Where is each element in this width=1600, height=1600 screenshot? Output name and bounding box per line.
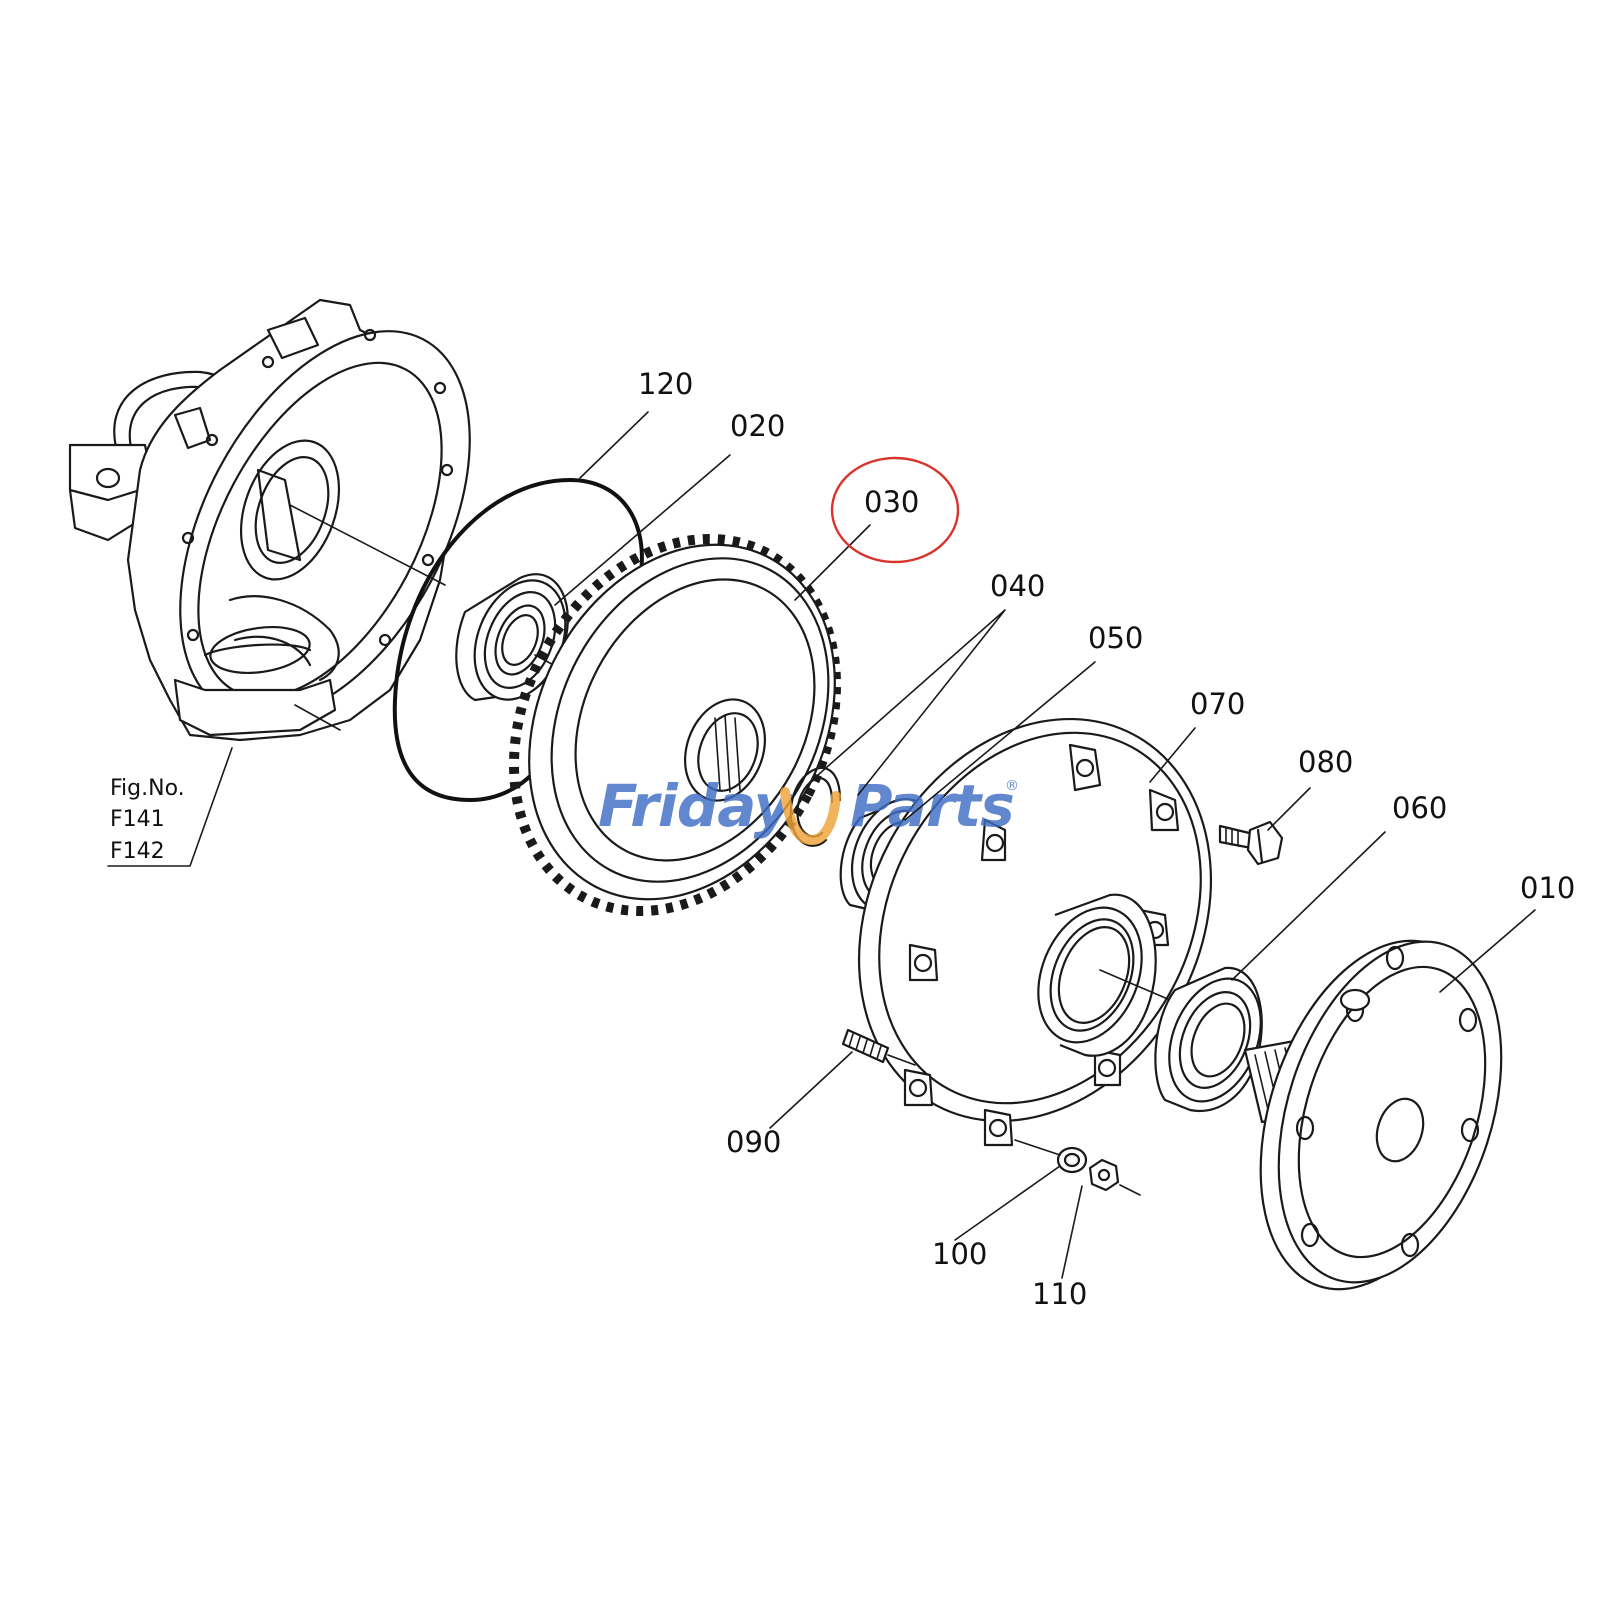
figure-ref-leader <box>107 747 233 867</box>
callout-100[interactable]: 100 <box>932 1237 987 1271</box>
leader-090 <box>769 1051 853 1129</box>
part-070-cover-plate[interactable] <box>791 657 1280 1183</box>
housing-part <box>68 298 471 742</box>
leader-060 <box>1231 831 1386 981</box>
leader-100 <box>954 1165 1061 1241</box>
leader-110 <box>1061 1185 1083 1279</box>
callout-120[interactable]: 120 <box>638 367 693 401</box>
callout-labels: 120 020 030 040 050 070 080 060 010 090 … <box>638 367 1575 1311</box>
callout-060[interactable]: 060 <box>1392 791 1447 825</box>
leader-040 <box>809 609 1006 796</box>
stud-axis-line <box>1014 1139 1141 1196</box>
part-100-washer[interactable] <box>1056 1146 1088 1174</box>
part-060-oil-seal[interactable] <box>1152 965 1278 1115</box>
part-090-stud[interactable] <box>841 1028 916 1066</box>
callout-020[interactable]: 020 <box>730 409 785 443</box>
watermark-smile-mark <box>780 787 841 846</box>
watermark-registered: ® <box>1005 778 1019 794</box>
part-120-o-ring[interactable] <box>392 477 644 803</box>
callout-080[interactable]: 080 <box>1298 745 1353 779</box>
callout-030[interactable]: 030 <box>864 485 919 519</box>
leader-010 <box>1439 909 1536 993</box>
leader-080 <box>1267 787 1311 831</box>
callout-070[interactable]: 070 <box>1190 687 1245 721</box>
callout-090[interactable]: 090 <box>726 1125 781 1159</box>
watermark-logo: Friday Parts ® <box>598 772 1019 846</box>
figure-ref-f141: F141 <box>110 807 165 832</box>
callout-050[interactable]: 050 <box>1088 621 1143 655</box>
callout-110[interactable]: 110 <box>1032 1277 1087 1311</box>
watermark-text-left: Friday <box>598 772 794 840</box>
part-030-bevel-gear[interactable] <box>451 482 899 967</box>
leader-120 <box>579 411 649 479</box>
figure-ref-label: Fig.No. <box>110 776 185 801</box>
highlight-circle-030 <box>830 456 960 564</box>
leader-lines <box>554 411 1536 1279</box>
figure-ref-f142: F142 <box>110 839 165 864</box>
part-010-axle-flange[interactable] <box>1220 911 1542 1318</box>
leader-030 <box>794 524 871 601</box>
part-020-bearing[interactable] <box>455 567 601 713</box>
leader-020 <box>554 454 731 606</box>
callout-040[interactable]: 040 <box>990 569 1045 603</box>
watermark-text-right: Parts <box>850 772 1014 840</box>
callout-010[interactable]: 010 <box>1520 871 1575 905</box>
leader-070 <box>1149 727 1196 783</box>
figure-reference: Fig.No. F141 F142 <box>107 747 233 867</box>
leader-050 <box>904 661 1096 821</box>
part-110-nut[interactable] <box>1088 1158 1120 1192</box>
part-080-bolt[interactable] <box>1218 820 1284 866</box>
